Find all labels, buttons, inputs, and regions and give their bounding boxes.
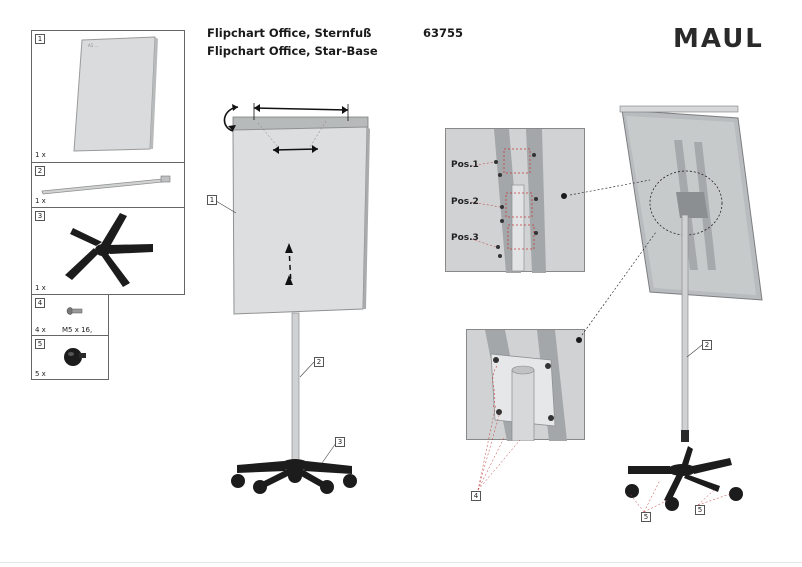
callout-2-leader (299, 361, 315, 378)
part-2-panel: 2 1 x (31, 162, 185, 208)
footer-divider (0, 562, 802, 563)
part-4-number: 4 (35, 298, 45, 308)
position-1-label: Pos.1 (451, 160, 479, 170)
position-3-label: Pos.3 (451, 233, 479, 243)
part-1-panel: 1 A1 ... 1 x (31, 30, 185, 163)
caster-wheel-icon (64, 348, 86, 366)
part-5-panel: 5 5 x (31, 335, 109, 380)
pole-icon (41, 175, 171, 195)
rear-view-illustration (619, 105, 763, 511)
callout-4-leaders (477, 403, 521, 491)
callout-2: 2 (314, 357, 324, 367)
callout-5-leaders (629, 479, 731, 513)
part-1-number: 1 (35, 34, 45, 44)
part-4-panel: 4 4 x M5 x 16, PH2 (31, 294, 109, 342)
star-base-icon (65, 213, 153, 287)
callout-3: 3 (335, 437, 345, 447)
detail-mount-illustration (470, 129, 546, 273)
part-3-panel: 3 1 x (31, 207, 185, 295)
callout-4: 4 (471, 491, 481, 501)
part-3-number: 3 (35, 211, 45, 221)
title-english: Flipchart Office, Star-Base (207, 44, 378, 58)
detail-bracket-illustration (485, 330, 567, 441)
detail-bracket-anchor-dot (576, 337, 582, 343)
article-number: 63755 (423, 26, 464, 40)
callout-5a: 5 (641, 512, 651, 522)
detail-mount-positions: Pos.1 Pos.2 Pos.3 (445, 128, 585, 273)
detail-anchor-dot (561, 193, 567, 199)
part-5-number: 5 (35, 339, 45, 349)
svg-text:A1 ...: A1 ... (88, 43, 98, 48)
rear-callout-2: 2 (702, 340, 712, 350)
assembled-flipchart-illustration (223, 103, 370, 494)
callout-1-leader (215, 200, 237, 214)
callout-3-leader (321, 442, 337, 464)
screw-icon (66, 307, 83, 315)
part-5-qty: 5 x (35, 370, 46, 378)
part-2-qty: 1 x (35, 197, 46, 205)
part-4-qty: 4 x (35, 326, 46, 334)
position-2-label: Pos.2 (451, 197, 479, 207)
detail-bracket (466, 329, 585, 441)
callout-5b: 5 (695, 505, 705, 515)
part-3-qty: 1 x (35, 284, 46, 292)
brand-logo: MAUL (673, 24, 764, 54)
flipchart-board-icon: A1 ... (73, 36, 158, 152)
callout-1: 1 (207, 195, 217, 205)
detail-connector-lines (569, 179, 657, 336)
part-2-number: 2 (35, 166, 45, 176)
rear-callout-2-leader (686, 344, 703, 358)
part-1-qty: 1 x (35, 151, 46, 159)
title-german: Flipchart Office, Sternfuß (207, 26, 372, 40)
